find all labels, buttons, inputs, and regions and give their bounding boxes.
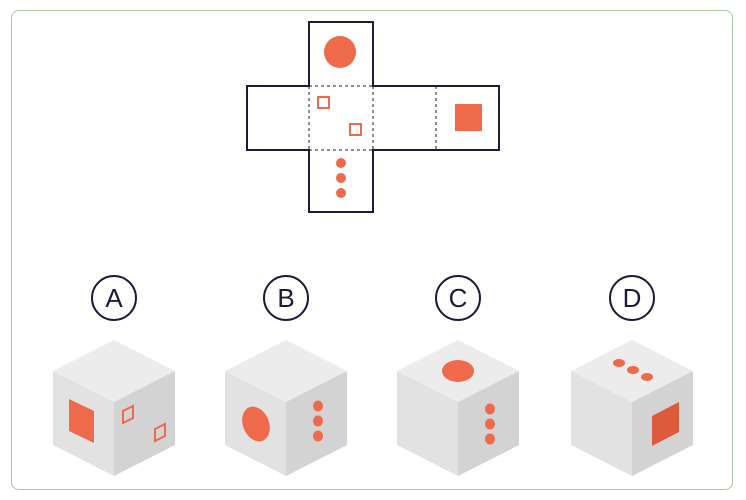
option-c-label: C [449,283,468,313]
cube-a-right-hollow-square-2 [154,422,166,443]
cube-d [571,340,693,476]
cube-b-right-dot-1 [313,400,323,412]
net-face-bottom-dot-3 [336,188,346,198]
option-d[interactable]: D [571,275,693,476]
cube-b-left-circle [242,406,270,442]
cube-c-left-face [397,371,458,476]
cube-d-right-solid-square [652,402,679,446]
net-face-bottom-dot-2 [336,173,346,183]
cube-a [53,340,175,476]
option-c-badge [435,275,481,321]
cube-d-top-dot-2 [627,366,639,374]
cube-net [246,21,500,213]
option-a-badge [91,275,137,321]
option-b-badge [263,275,309,321]
net-face-center-hollow-square-1 [317,96,330,109]
net-face-top-circle [324,36,356,68]
option-d-badge [609,275,655,321]
net-face-bottom-dot-1 [336,158,346,168]
option-c[interactable]: C [397,275,519,476]
cube-a-left-solid-square [69,399,94,443]
net-face-center-hollow-square-2 [349,123,362,136]
cube-c [397,340,519,476]
option-a-label: A [105,283,123,313]
option-b[interactable]: B [225,275,347,476]
cube-d-top-dot-3 [641,373,653,381]
option-a[interactable]: A [53,275,175,476]
cube-b-right-dot-2 [313,415,323,427]
cube-b-right-dot-3 [313,430,323,442]
cube-d-top-dot-1 [613,359,625,367]
puzzle-frame [11,10,733,490]
option-b-label: B [277,283,294,313]
option-d-label: D [623,283,642,313]
cube-c-right-dot-1 [485,403,495,415]
cube-b [225,340,347,476]
cube-a-right-face [114,371,175,476]
cube-d-left-face [571,371,632,476]
cube-c-right-dot-2 [485,418,495,430]
cube-c-right-dot-3 [485,433,495,445]
cube-a-right-hollow-square-1 [122,404,134,425]
net-fold-lines [308,85,437,151]
net-face-right-solid-square [455,104,482,131]
cube-c-top-circle [442,360,474,382]
